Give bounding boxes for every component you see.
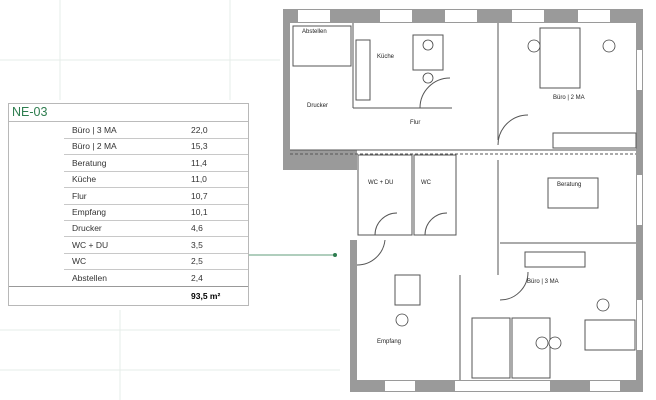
label-buero2: Büro | 2 MA — [553, 95, 585, 101]
label-wc: WC — [421, 180, 432, 186]
label-beratung: Beratung — [557, 182, 581, 188]
room-labels: Abstellen Küche Drucker Flur Büro | 2 MA… — [302, 29, 585, 345]
label-empfang: Empfang — [377, 339, 401, 345]
room-name: Flur — [72, 190, 87, 201]
room-area: 11,0 — [191, 174, 207, 185]
table-row: Küche 11,0 — [64, 171, 248, 189]
room-name: Küche — [72, 174, 97, 185]
table-row: Beratung 11,4 — [64, 155, 248, 172]
room-area: 11,4 — [191, 157, 207, 168]
room-name: Büro | 3 MA — [72, 125, 117, 135]
leader-dot — [333, 253, 337, 257]
windows — [298, 10, 642, 391]
room-area: 10,7 — [191, 190, 208, 201]
table-row: Abstellen 2,4 — [64, 270, 248, 287]
table-row: Flur 10,7 — [64, 188, 248, 205]
room-name: Büro | 2 MA — [72, 141, 117, 152]
label-wcdu: WC + DU — [368, 180, 394, 186]
room-name: Abstellen — [72, 272, 107, 283]
furniture-chairs — [395, 39, 616, 350]
table-row: Empfang 10,1 — [64, 204, 248, 221]
table-row: WC 2,5 — [64, 253, 248, 271]
room-area: 10,1 — [191, 207, 208, 217]
interior-walls — [290, 23, 637, 380]
total-row: 93,5 m² — [9, 286, 248, 305]
total-area: 93,5 m² — [191, 291, 221, 301]
room-area: 4,6 — [191, 223, 203, 234]
label-kueche: Küche — [377, 54, 395, 60]
room-area: 2,4 — [191, 272, 203, 283]
room-name: Drucker — [72, 223, 102, 234]
room-area: 22,0 — [191, 125, 208, 135]
label-flur: Flur — [410, 120, 420, 126]
table-row: Drucker 4,6 — [64, 220, 248, 238]
room-name: Empfang — [72, 207, 107, 217]
table-row: Büro | 3 MA 22,0 — [64, 122, 248, 139]
unit-title: NE-03 — [9, 104, 248, 122]
room-area: 2,5 — [191, 256, 203, 267]
background-ghost-lines — [0, 0, 340, 400]
label-drucker: Drucker — [307, 103, 328, 109]
room-area: 15,3 — [191, 141, 208, 152]
room-name: WC + DU — [72, 239, 109, 250]
room-name: WC — [72, 256, 87, 267]
label-buero3: Büro | 3 MA — [527, 279, 559, 285]
table-row: WC + DU 3,5 — [64, 237, 248, 254]
table-row: Büro | 2 MA 15,3 — [64, 138, 248, 156]
room-name: Beratung — [72, 157, 107, 168]
room-area: 3,5 — [191, 239, 203, 250]
label-abstellen: Abstellen — [302, 29, 327, 35]
